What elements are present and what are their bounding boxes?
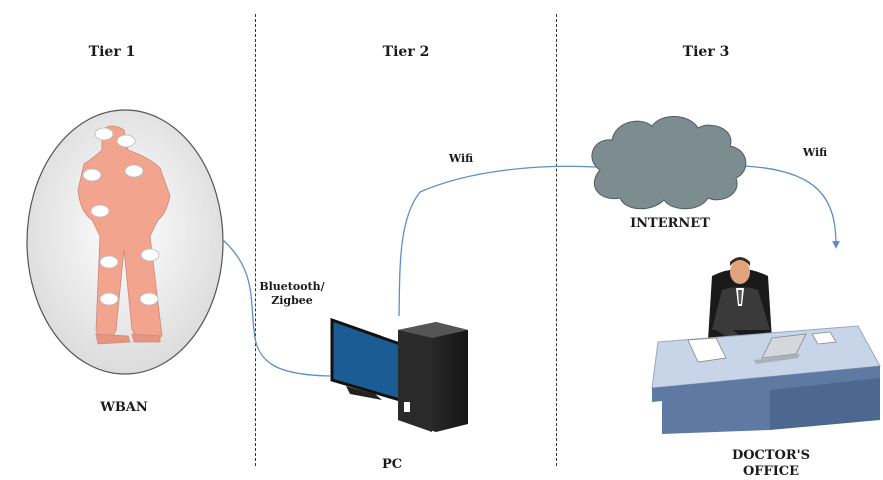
desktop-pc-icon <box>330 317 468 432</box>
bluetooth-label-line2: Zigbee <box>271 294 313 307</box>
tier-divider-2 <box>556 14 557 466</box>
human-body-icon <box>77 125 171 345</box>
doctor-office-label-line1: DOCTOR'S <box>731 448 811 463</box>
cloud-icon <box>591 116 747 210</box>
tier-divider-1 <box>255 14 256 466</box>
wifi-link-left <box>398 165 597 317</box>
tier-1-label: Tier 1 <box>88 44 136 60</box>
wban-label: WBAN <box>100 400 148 415</box>
pc-label: PC <box>381 457 403 472</box>
wban-group <box>26 109 224 375</box>
wifi-link-right <box>743 165 840 249</box>
doctor-office-label-line2: OFFICE <box>742 464 800 479</box>
bluetooth-label-line1: Bluetooth/ <box>259 280 325 293</box>
tier-3-label: Tier 3 <box>682 44 730 60</box>
doctor-at-desk-icon <box>651 257 881 434</box>
internet-label: INTERNET <box>630 216 710 231</box>
wifi-label-left: Wifi <box>448 152 474 165</box>
wifi-label-right: Wifi <box>802 146 828 159</box>
bluetooth-link <box>222 239 331 377</box>
tier-2-label: Tier 2 <box>382 44 430 60</box>
sensor-node-icon <box>82 127 160 306</box>
